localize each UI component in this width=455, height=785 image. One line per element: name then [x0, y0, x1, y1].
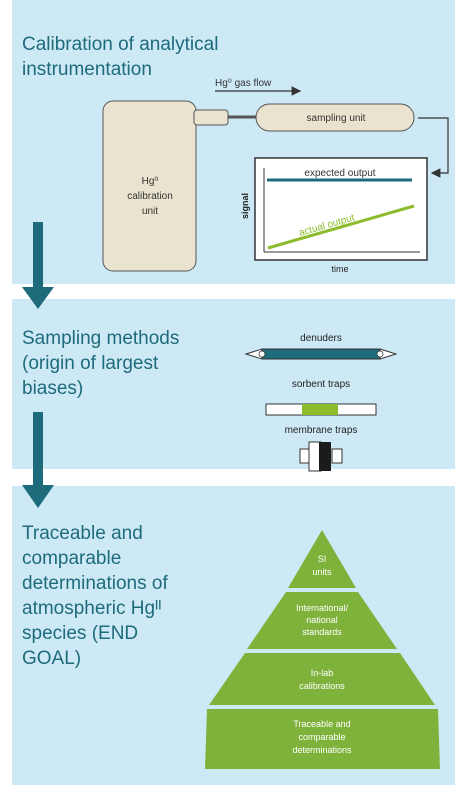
gas-flow-label: Hg⁰ gas flow	[215, 78, 272, 89]
flow-arrow-1	[22, 222, 54, 309]
pyramid-lab-line1: In-lab	[311, 668, 334, 678]
denuder-icon	[244, 348, 398, 360]
sorbent-trap-icon	[265, 403, 377, 416]
pyramid-std-line1: International/	[296, 603, 349, 613]
membrane-trap-icon	[299, 441, 343, 472]
section-title-calibration: Calibration of analytical instrumentatio…	[22, 34, 219, 80]
section-title-end-goal: Traceable and comparable determinations …	[22, 523, 168, 669]
traceability-pyramid	[205, 530, 440, 769]
section-title-sampling: Sampling methods (origin of largest bias…	[22, 328, 180, 399]
sampling-panel	[12, 299, 455, 469]
pyramid-std-line3: standards	[302, 627, 342, 637]
pyramid-trace-line1: Traceable and	[293, 719, 350, 729]
sorbent-traps-label: sorbent traps	[292, 379, 350, 390]
calibration-unit-label-2: calibration	[127, 191, 173, 202]
membrane-traps-label: membrane traps	[285, 425, 358, 436]
sampling-unit	[255, 103, 415, 132]
flow-arrow-2	[22, 412, 54, 508]
connector-block	[193, 109, 229, 126]
sampling-unit-label: sampling unit	[307, 113, 366, 124]
pyramid-si-line1: SI	[318, 554, 327, 564]
calibration-unit-label-1: Hg⁰	[142, 176, 159, 187]
calibration-unit-box	[102, 100, 197, 272]
calibration-unit-label-3: unit	[142, 206, 158, 217]
pyramid-std-line2: national	[306, 615, 338, 625]
pyramid-level-si-units	[288, 530, 356, 588]
pyramid-level-standards	[247, 592, 397, 649]
expected-output-label: expected output	[304, 168, 375, 179]
actual-output-line	[267, 204, 415, 250]
pyramid-lab-line2: calibrations	[299, 681, 345, 691]
pyramid-trace-line2: comparable	[298, 732, 345, 742]
denuders-label: denuders	[300, 333, 342, 344]
return-arrow	[418, 117, 449, 178]
pyramid-level-in-lab	[209, 653, 435, 705]
pyramid-level-traceable	[205, 709, 440, 769]
signal-axis-label: signal	[240, 193, 250, 219]
pyramid-si-line2: units	[312, 567, 332, 577]
time-axis-label: time	[331, 264, 348, 274]
pyramid-trace-line3: determinations	[292, 745, 352, 755]
